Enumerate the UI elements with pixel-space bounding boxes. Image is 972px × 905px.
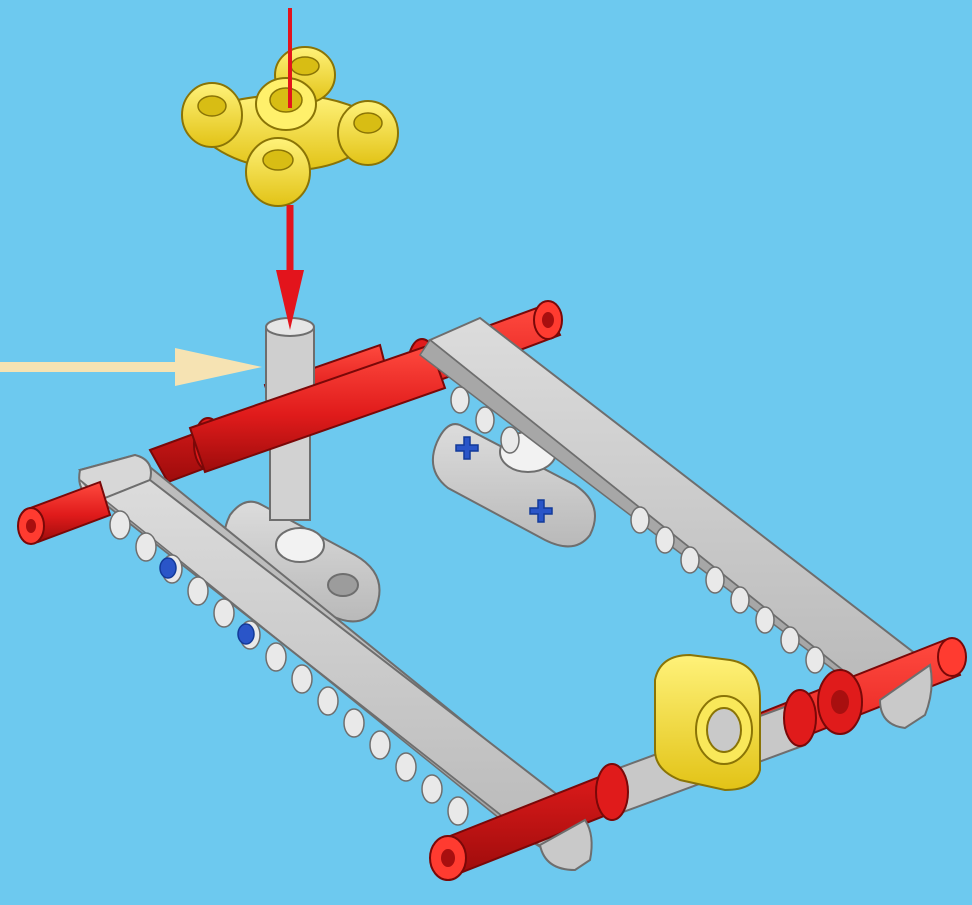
blue-cross-pin xyxy=(160,558,176,578)
yellow-pin-connector xyxy=(655,655,760,790)
blue-cross-pin xyxy=(238,624,254,644)
